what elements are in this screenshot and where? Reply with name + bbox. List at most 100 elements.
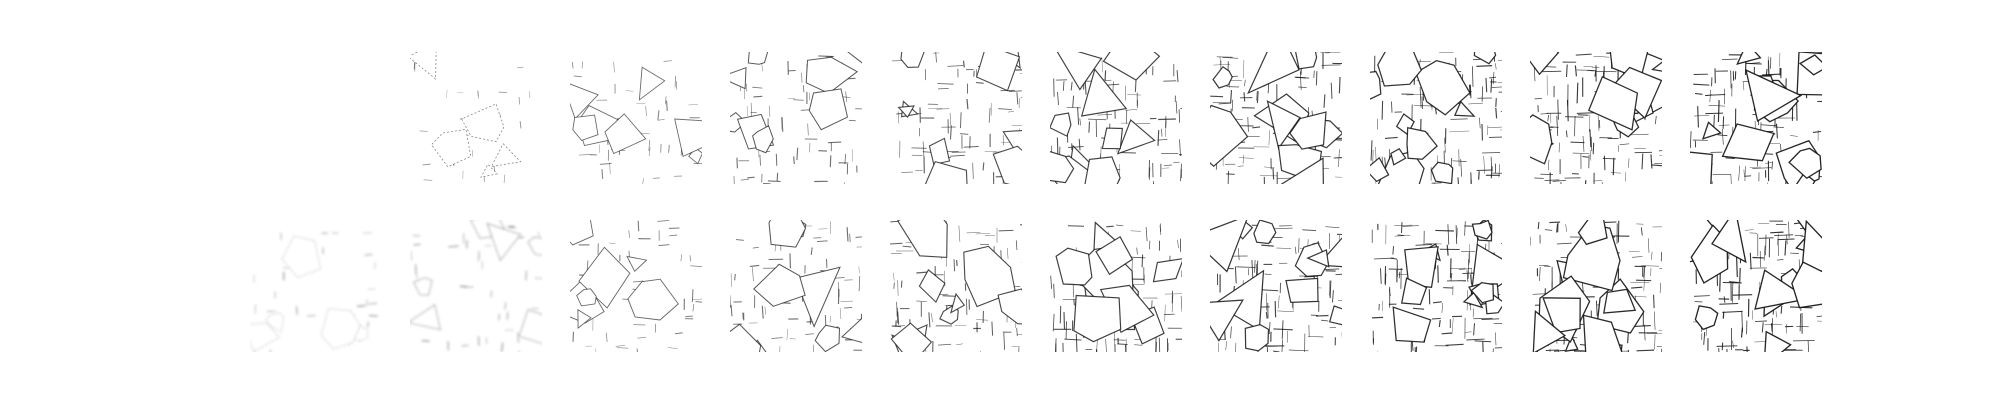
hatch-stroke — [1072, 95, 1075, 108]
hatch-stroke — [1431, 317, 1441, 320]
hatch-stroke — [1274, 227, 1293, 230]
hatch-stroke — [747, 176, 755, 179]
hatch-stroke — [1261, 289, 1279, 292]
fragment-shape — [897, 220, 948, 258]
fragment-shape — [1542, 297, 1581, 334]
hatch-stroke — [953, 259, 956, 272]
image-tile-bottom-4 — [730, 220, 862, 352]
hatch-stroke — [937, 83, 954, 85]
hatch-stroke — [504, 302, 507, 310]
fragment-shape — [1791, 261, 1822, 309]
hatch-stroke — [1813, 130, 1822, 133]
hatch-stroke — [665, 100, 668, 111]
hatch-stroke — [1117, 343, 1128, 345]
hatch-stroke — [1582, 155, 1589, 158]
hatch-stroke — [949, 112, 951, 126]
fragment-shape — [1266, 100, 1301, 150]
fragment-shape — [1390, 147, 1407, 166]
hatch-stroke — [446, 89, 448, 99]
hatch-stroke — [769, 105, 771, 117]
hatch-stroke — [1716, 345, 1738, 347]
hatch-stroke — [1722, 58, 1738, 60]
image-tile-top-9 — [1530, 52, 1662, 184]
hatch-stroke — [1660, 251, 1662, 262]
hatch-stroke — [307, 315, 316, 317]
hatch-stroke — [1450, 118, 1468, 120]
hatch-stroke — [1744, 166, 1746, 182]
image-tile-bottom-8 — [1370, 220, 1502, 352]
hatch-stroke — [1490, 78, 1493, 93]
image-tile-top-10 — [1690, 52, 1822, 184]
fragment-shape — [486, 222, 522, 262]
hatch-stroke — [1264, 273, 1272, 275]
hatch-stroke — [1384, 273, 1387, 286]
hatch-stroke — [1476, 65, 1493, 67]
hatch-stroke — [1057, 91, 1059, 106]
hatch-stroke — [1468, 84, 1471, 96]
hatch-stroke — [890, 242, 903, 245]
hatch-stroke — [1415, 346, 1418, 352]
hatch-stroke — [759, 154, 761, 166]
hatch-stroke — [477, 89, 479, 97]
hatch-stroke — [1556, 242, 1572, 245]
hatch-stroke — [1619, 143, 1630, 146]
hatch-stroke — [972, 162, 974, 180]
hatch-stroke — [598, 144, 600, 153]
hatch-stroke — [896, 301, 898, 317]
hatch-stroke — [1690, 131, 1692, 149]
fragment-shape — [1055, 247, 1093, 286]
tile-svg — [410, 52, 531, 184]
tile-svg — [1690, 52, 1822, 184]
tile-svg — [1050, 221, 1182, 352]
hatch-stroke — [691, 289, 694, 302]
hatch-stroke — [1650, 154, 1653, 169]
hatch-stroke — [1435, 229, 1454, 232]
hatch-stroke — [1634, 295, 1647, 298]
hatch-stroke — [810, 247, 813, 255]
hatch-stroke — [1077, 107, 1080, 125]
hatch-stroke — [1697, 106, 1699, 128]
hatch-stroke — [1419, 59, 1421, 66]
fragment-shape — [518, 309, 542, 344]
hatch-stroke — [1244, 79, 1246, 87]
hatch-stroke — [1479, 117, 1481, 129]
hatch-stroke — [695, 301, 702, 303]
hatch-stroke — [1533, 65, 1536, 82]
hatch-stroke — [658, 244, 670, 247]
hatch-stroke — [1659, 282, 1661, 293]
hatch-stroke — [1491, 86, 1502, 88]
hatch-stroke — [1530, 236, 1532, 246]
hatch-stroke — [1222, 57, 1239, 59]
fragment-shape — [1095, 235, 1134, 276]
hatch-stroke — [1786, 234, 1788, 245]
hatch-stroke — [740, 178, 749, 181]
fragment-shape — [925, 160, 968, 184]
hatch-stroke — [963, 146, 979, 148]
hatch-stroke — [1375, 146, 1377, 161]
fragment-shape — [1210, 220, 1248, 273]
hatch-stroke — [518, 351, 520, 352]
hatch-stroke — [645, 105, 647, 117]
hatch-stroke — [856, 319, 862, 320]
fragment-shape — [1295, 52, 1318, 70]
hatch-stroke — [1313, 70, 1315, 79]
hatch-stroke — [1105, 79, 1112, 81]
fragment-shape — [410, 304, 441, 331]
hatch-stroke — [828, 141, 842, 144]
fragment-shape — [1471, 220, 1493, 240]
hatch-stroke — [1470, 268, 1473, 289]
hatch-stroke — [1219, 56, 1222, 66]
hatch-stroke — [1644, 324, 1646, 341]
hatch-stroke — [1176, 70, 1179, 83]
hatch-stroke — [692, 304, 695, 312]
hatch-stroke — [1472, 308, 1474, 318]
hatch-stroke — [1224, 331, 1226, 340]
hatch-stroke — [1444, 137, 1446, 153]
hatch-stroke — [1762, 73, 1780, 76]
hatch-stroke — [366, 321, 369, 328]
fragment-shape — [918, 269, 946, 304]
hatch-stroke — [1634, 325, 1651, 327]
hatch-stroke — [253, 274, 255, 283]
hatch-stroke — [1632, 256, 1643, 258]
hatch-stroke — [1330, 82, 1333, 99]
